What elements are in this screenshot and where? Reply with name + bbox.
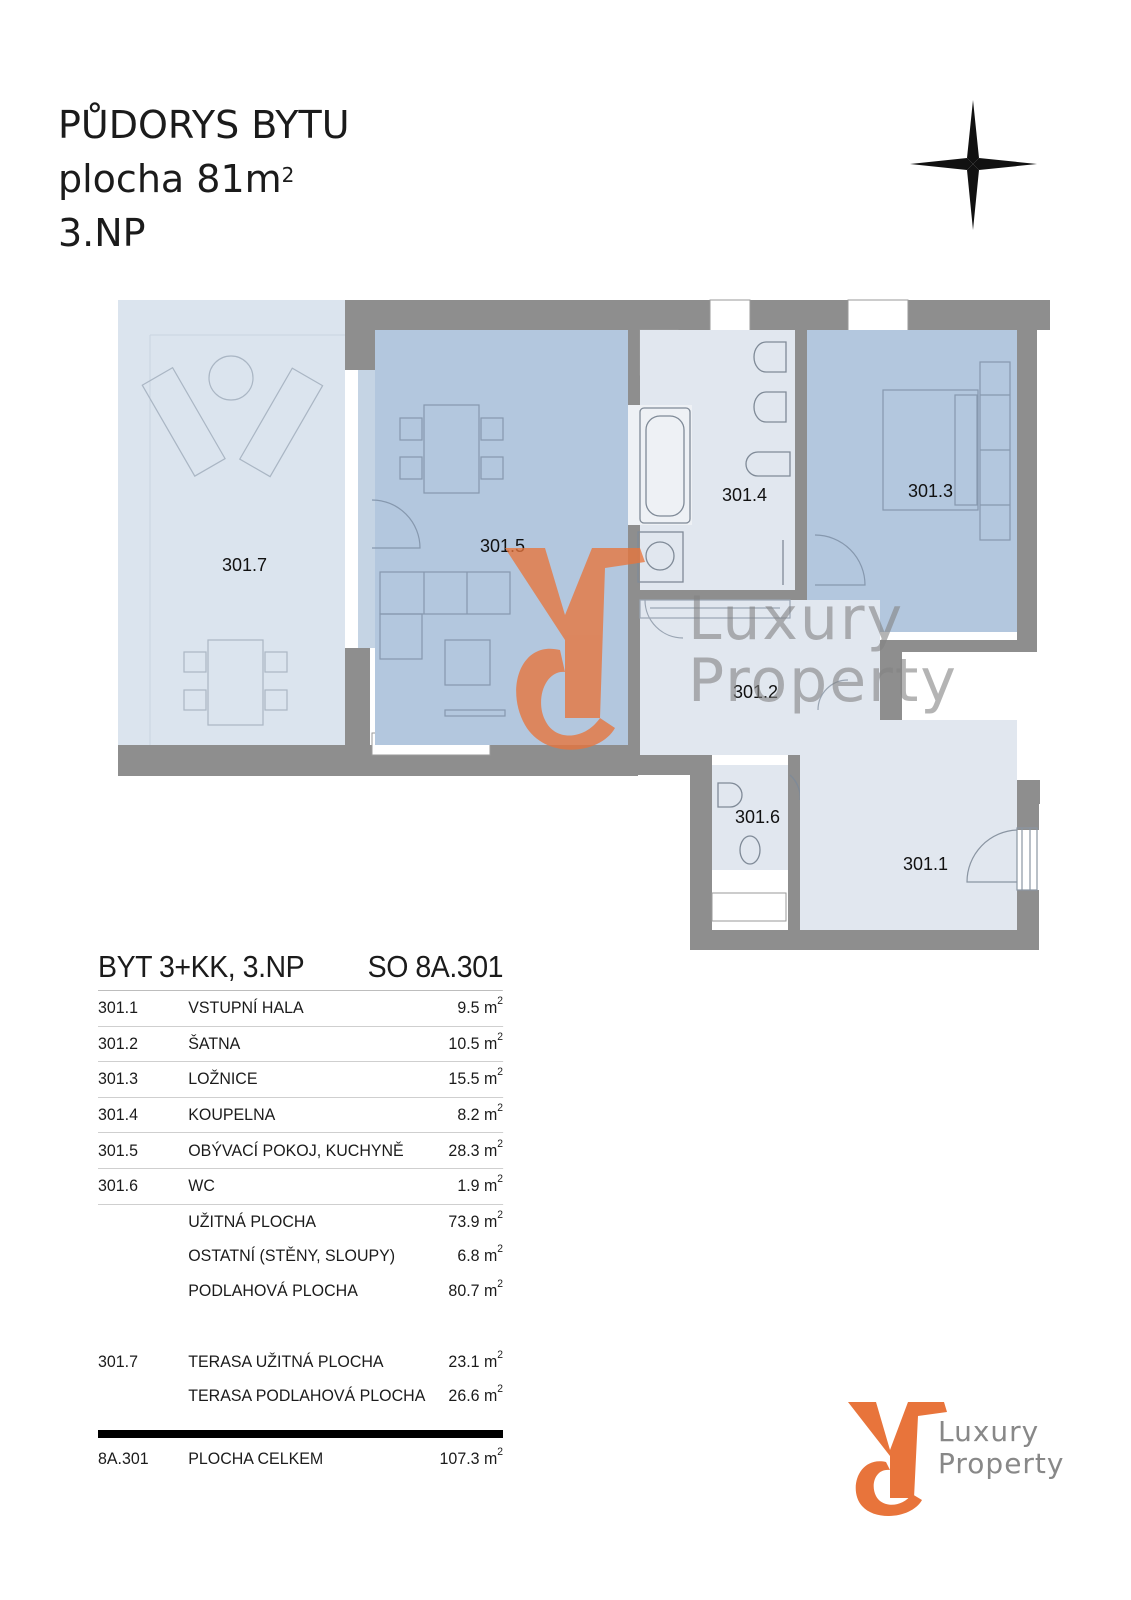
table-row: 301.5 OBÝVACÍ POKOJ, KUCHYNĚ 28.3 m2 [98, 1133, 504, 1169]
divider-bar [98, 1429, 503, 1438]
row-area: 8.2 m2 [457, 1102, 504, 1125]
table-row: PODLAHOVÁ PLOCHA 80.7 m2 [98, 1274, 503, 1309]
room-label: 301.4 [722, 485, 767, 505]
room-label: 301.2 [733, 682, 778, 702]
table-code: SO 8A.301 [367, 949, 504, 984]
room-label: 301.1 [903, 854, 948, 874]
table-row: 301.6 WC 1.9 m2 [98, 1169, 504, 1205]
row-name: OSTATNÍ (STĚNY, SLOUPY) [188, 1246, 396, 1266]
table-row: OSTATNÍ (STĚNY, SLOUPY) 6.8 m2 [98, 1239, 503, 1274]
bedroom-furniture [814, 361, 1011, 586]
title-line-3: 3.NP [58, 211, 146, 255]
row-name: PODLAHOVÁ PLOCHA [188, 1281, 358, 1301]
row-area: 1.9 m2 [457, 1173, 504, 1196]
watermark-text: Luxury Property [688, 584, 958, 716]
page-title: PŮDORYS BYTU plocha 81m2 3.NP [58, 98, 350, 260]
row-name: TERASA PODLAHOVÁ PLOCHA [188, 1386, 426, 1406]
row-id: 301.2 [98, 1033, 138, 1053]
table-row: UŽITNÁ PLOCHA 73.9 m2 [98, 1205, 503, 1240]
watermark-logo-icon [505, 548, 645, 750]
terrace-301-7 [118, 300, 345, 745]
row-area: 15.5 m2 [448, 1066, 504, 1089]
table-row: 301.7 TERASA UŽITNÁ PLOCHA 23.1 m2 [98, 1344, 503, 1379]
row-name: WC [188, 1176, 215, 1196]
room-301-3 [807, 330, 1017, 632]
terrace-furniture [141, 355, 324, 726]
row-area: 9.5 m2 [457, 995, 504, 1018]
floor-plan: 301.7 301.5 301.4 301.3 301.2 301.6 301.… [118, 299, 1050, 950]
room-label: 301.3 [908, 481, 953, 501]
table-row: 301.4 KOUPELNA 8.2 m2 [98, 1098, 504, 1134]
row-id: 301.6 [98, 1176, 138, 1196]
row-area: 73.9 m2 [448, 1208, 504, 1231]
row-id: 301.1 [98, 998, 138, 1018]
row-name: TERASA UŽITNÁ PLOCHA [188, 1351, 384, 1371]
title-line-2: plocha 81m2 [58, 157, 295, 201]
table-title: BYT 3+KK, 3.NP [98, 949, 305, 984]
row-area: 26.6 m2 [448, 1383, 504, 1406]
title-line-1: PŮDORYS BYTU [58, 103, 350, 147]
table-row: 301.2 ŠATNA 10.5 m2 [98, 1027, 504, 1063]
table-header: BYT 3+KK, 3.NP SO 8A.301 [98, 950, 503, 991]
table-row-total: 8A.301 PLOCHA CELKEM 107.3 m2 [98, 1445, 504, 1468]
table-row: 301.3 LOŽNICE 15.5 m2 [98, 1062, 504, 1098]
row-id: 301.5 [98, 1140, 138, 1160]
terrace-decking [149, 334, 345, 745]
row-name: OBÝVACÍ POKOJ, KUCHYNĚ [188, 1140, 404, 1160]
row-id: 301.3 [98, 1069, 138, 1089]
brand-logo-icon [848, 1402, 947, 1517]
row-area: 28.3 m2 [448, 1137, 504, 1160]
row-area: 6.8 m2 [457, 1243, 504, 1266]
brand-logo-text: Luxury Property [938, 1415, 1065, 1480]
row-area: 23.1 m2 [448, 1348, 504, 1371]
compass-icon: S [905, 100, 1037, 230]
living-furniture [371, 404, 511, 717]
row-name: LOŽNICE [188, 1069, 258, 1089]
row-name: VSTUPNÍ HALA [188, 998, 304, 1018]
table-row: TERASA PODLAHOVÁ PLOCHA 26.6 m2 [98, 1379, 503, 1414]
row-area: 10.5 m2 [448, 1030, 504, 1053]
table-row: 301.1 VSTUPNÍ HALA 9.5 m2 [98, 991, 504, 1027]
room-label: 301.6 [735, 807, 780, 827]
area-table: BYT 3+KK, 3.NP SO 8A.301 301.1 VSTUPNÍ HA… [98, 950, 503, 1476]
row-name: UŽITNÁ PLOCHA [188, 1211, 317, 1231]
row-id: 301.7 [98, 1351, 138, 1371]
row-name: KOUPELNA [188, 1105, 276, 1125]
bathroom-fixtures [637, 341, 791, 585]
row-name: ŠATNA [188, 1033, 241, 1053]
room-301-1 [800, 720, 1017, 930]
room-label: 301.7 [222, 555, 267, 575]
row-area: 80.7 m2 [448, 1278, 504, 1301]
row-id: 301.4 [98, 1105, 138, 1125]
